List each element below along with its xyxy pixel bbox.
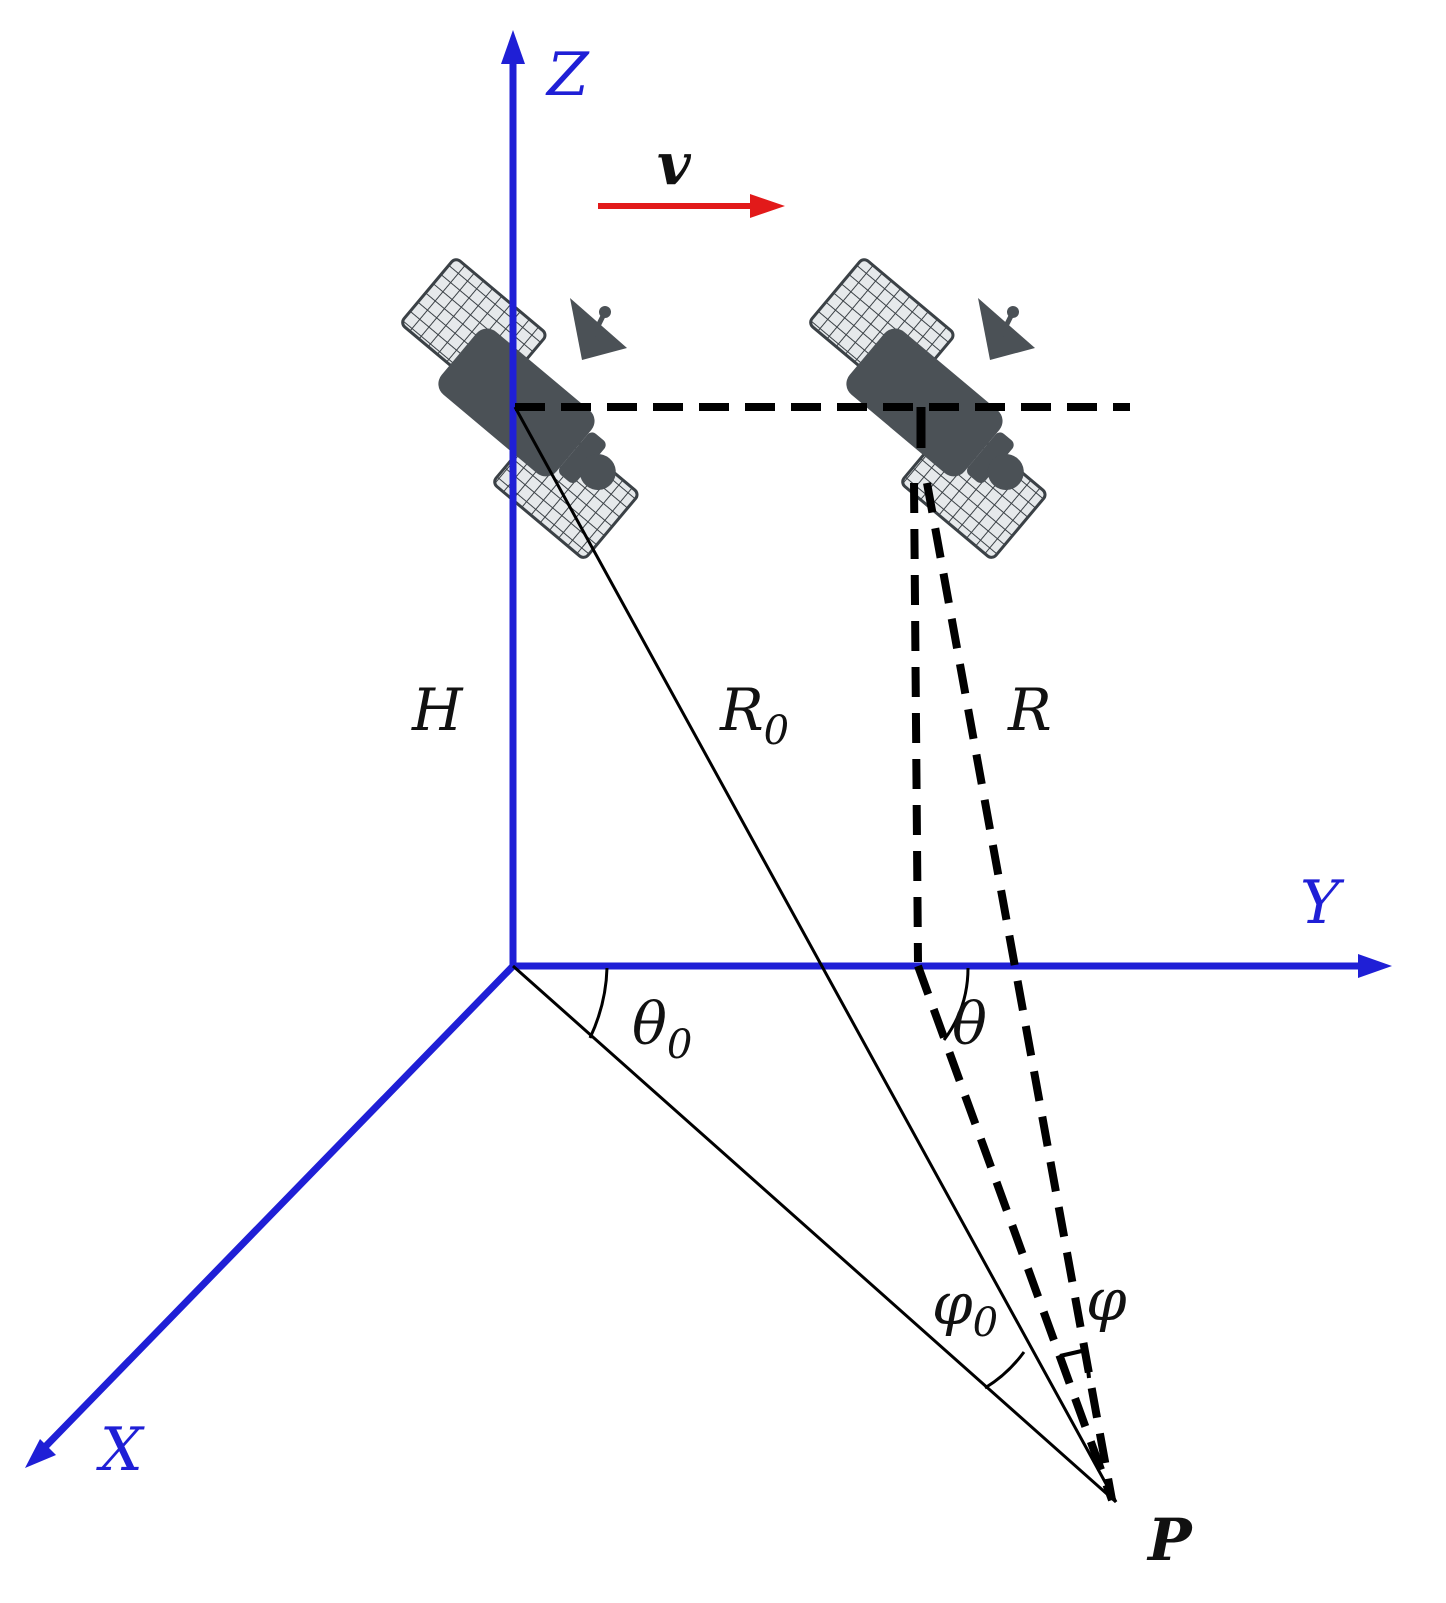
phi0-label-main: φ bbox=[932, 1270, 973, 1338]
velocity-label: v bbox=[657, 130, 692, 198]
x-axis-arrowhead bbox=[25, 1439, 56, 1468]
r0-label: R0 bbox=[719, 676, 789, 754]
x-axis-line bbox=[42, 961, 518, 1450]
theta-label: θ bbox=[952, 990, 987, 1058]
velocity-arrow bbox=[598, 194, 785, 218]
height-label: H bbox=[411, 676, 464, 744]
x-axis-label: X bbox=[96, 1415, 145, 1485]
theta0-label: θ0 bbox=[632, 990, 692, 1068]
y-axis-arrowhead bbox=[1358, 954, 1392, 978]
ground-line-to-p bbox=[512, 964, 1117, 1504]
slant-range-r-dashed-line bbox=[923, 482, 1116, 1501]
y-axis-label: Y bbox=[1300, 868, 1345, 938]
r0-label-main: R bbox=[719, 676, 764, 744]
point-p-label: P bbox=[1146, 1506, 1193, 1574]
slant-range-r0-line bbox=[513, 406, 1118, 1503]
z-axis-label: Z bbox=[545, 40, 590, 110]
nadir-dashed-line bbox=[910, 482, 922, 963]
r-label: R bbox=[1007, 676, 1052, 744]
phi0-label-subscript: 0 bbox=[973, 1300, 998, 1346]
ground-dashed-line bbox=[914, 964, 1116, 1502]
geometry-lines bbox=[512, 403, 1130, 1504]
phi-label: φ bbox=[1086, 1266, 1127, 1334]
theta0-angle-arc bbox=[588, 967, 609, 1039]
theta-angle-arc bbox=[942, 967, 970, 1041]
coordinate-axes bbox=[25, 30, 1392, 1468]
right-angle-marker bbox=[1059, 1347, 1091, 1379]
z-axis-arrowhead bbox=[501, 30, 525, 64]
phi0-angle-arc bbox=[984, 1351, 1026, 1390]
r0-label-subscript: 0 bbox=[764, 708, 789, 754]
theta0-label-main: θ bbox=[632, 990, 667, 1058]
theta0-label-subscript: 0 bbox=[667, 1022, 692, 1068]
phi0-label: φ0 bbox=[932, 1270, 998, 1346]
